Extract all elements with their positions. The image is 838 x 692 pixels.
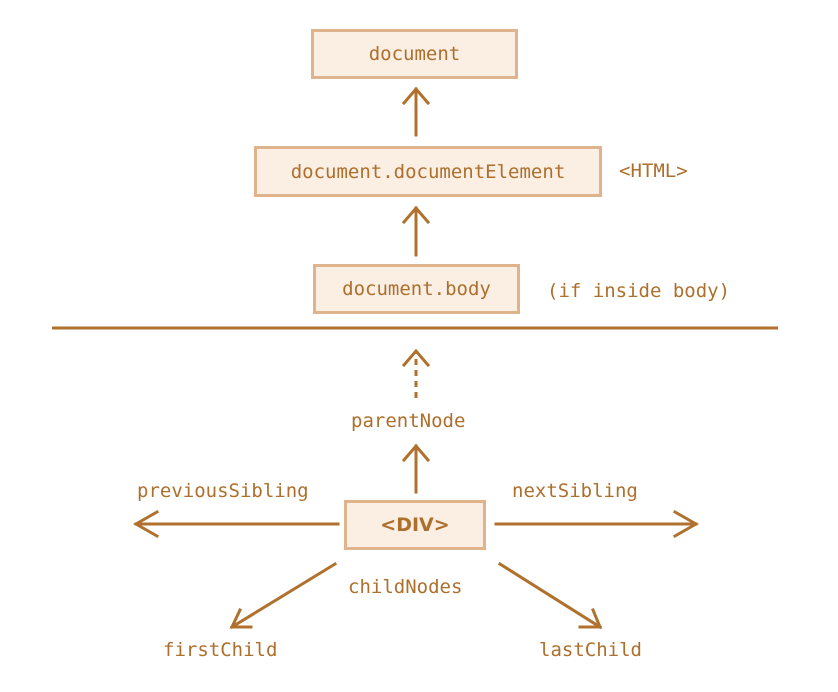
arrowhead-first-child: [229, 608, 253, 629]
previous-sibling-label: previousSibling: [137, 480, 309, 502]
parent-node-label: parentNode: [351, 410, 466, 432]
arrowhead-to-document: [401, 86, 431, 106]
body-node: document.body: [313, 264, 520, 314]
arrow-last-child: [497, 561, 603, 630]
arrow-first-child: [229, 561, 338, 630]
document-node: document: [311, 29, 518, 79]
arrowhead-last-child: [578, 608, 603, 629]
dashed-arrowhead-up: [401, 348, 431, 368]
last-child-label: lastChild: [539, 639, 642, 661]
next-sibling-label: nextSibling: [512, 480, 638, 502]
html-tag-label: <HTML>: [619, 160, 688, 182]
arrowhead-previous-sibling: [132, 509, 160, 539]
document-element-node: document.documentElement: [254, 146, 602, 197]
arrowhead-parent-node: [401, 443, 431, 463]
first-child-label: firstChild: [163, 639, 278, 661]
child-nodes-label: childNodes: [348, 576, 463, 598]
div-node: <DIV>: [344, 500, 486, 550]
body-note-label: (if inside body): [547, 280, 731, 302]
arrowhead-next-sibling: [672, 509, 700, 539]
arrowhead-to-document-element: [401, 205, 431, 225]
